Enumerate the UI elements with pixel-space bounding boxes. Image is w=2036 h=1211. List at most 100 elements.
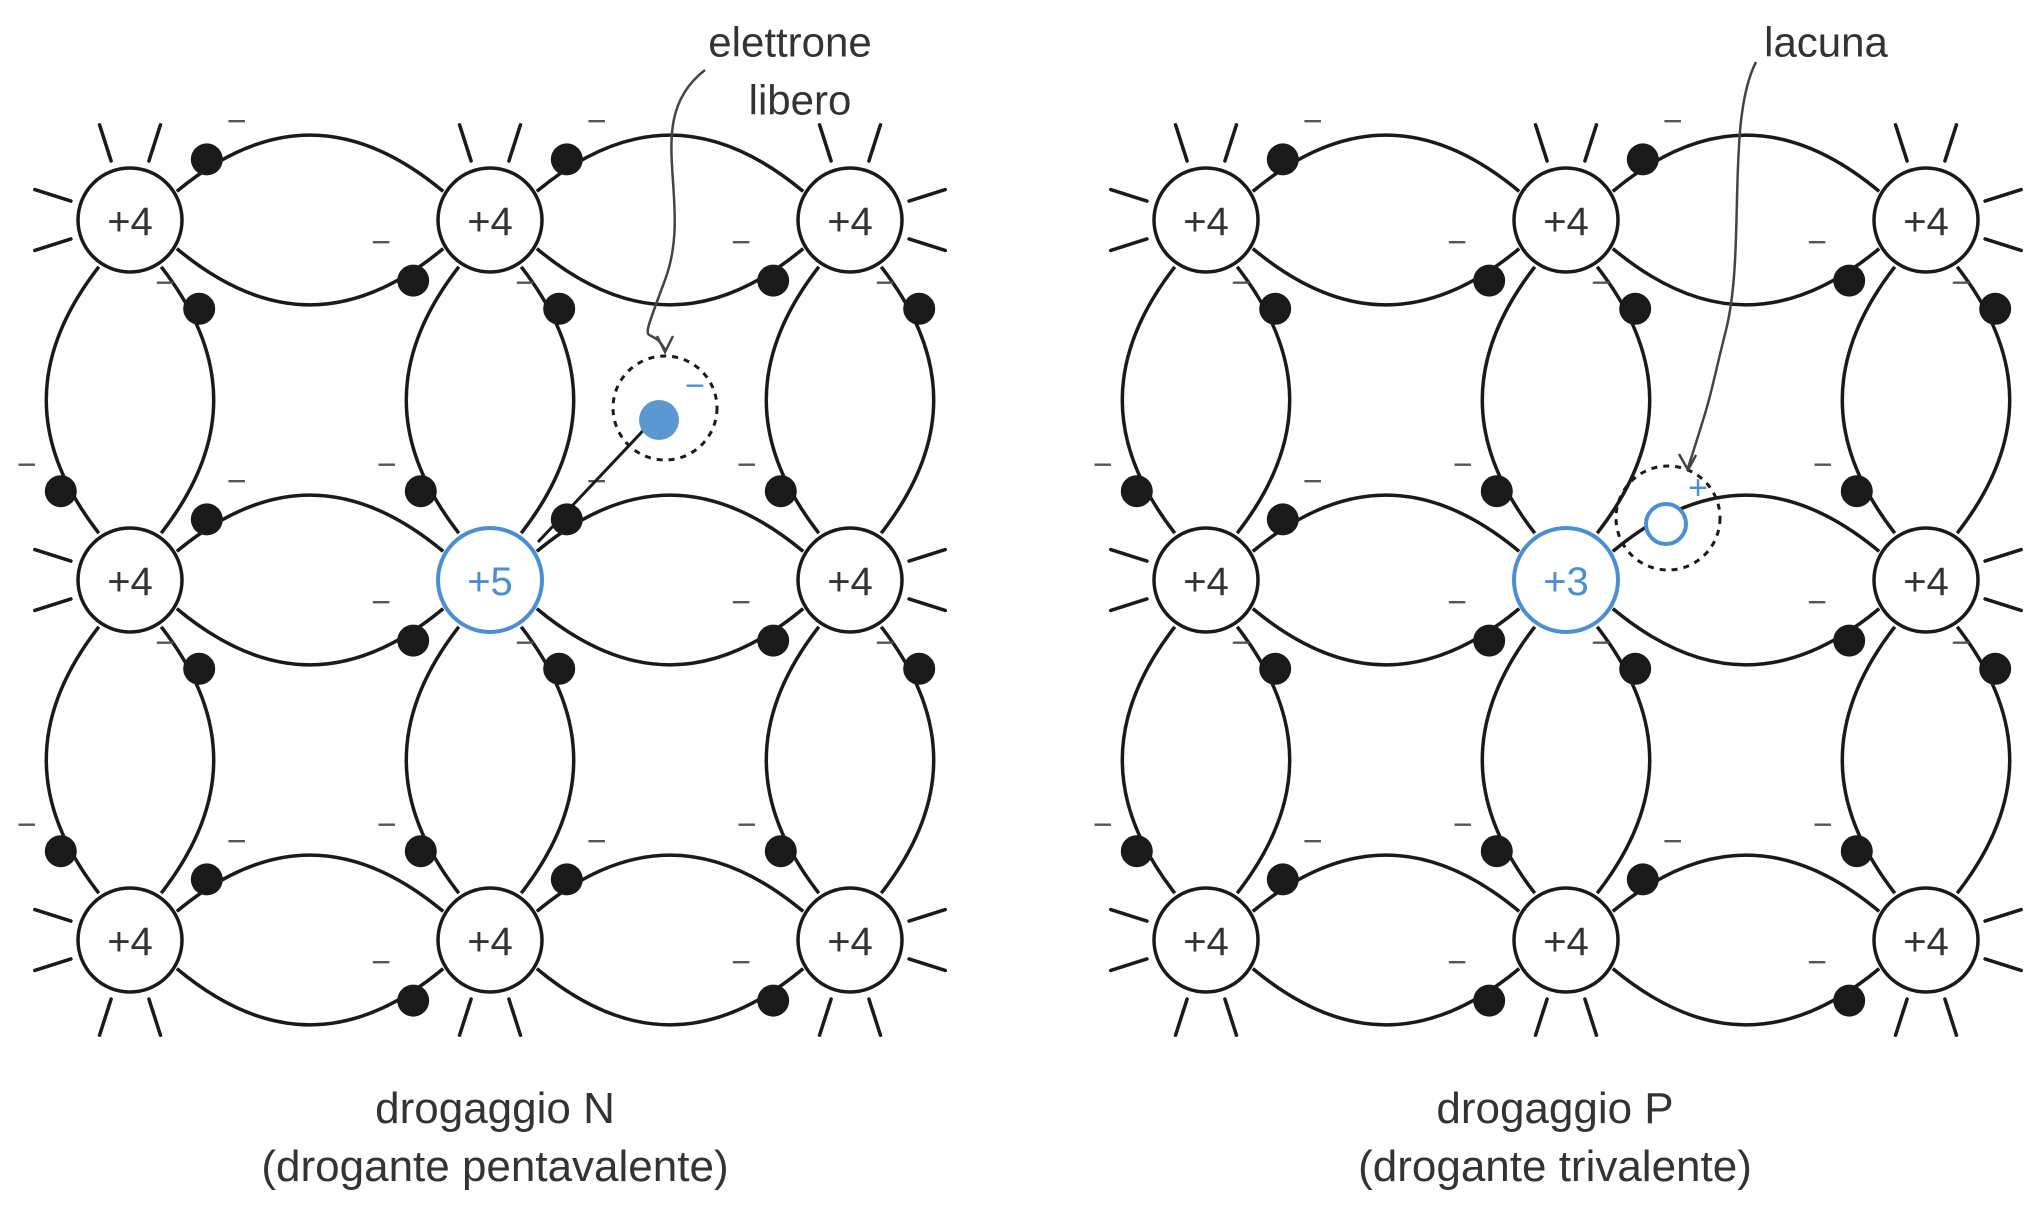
electron-sign: − — [1813, 806, 1833, 844]
bond-stub — [1983, 907, 2023, 923]
bonding-electron — [190, 863, 223, 896]
silicon-atom — [796, 166, 904, 274]
bond-arc — [1235, 625, 1292, 895]
bond-stub — [1893, 123, 1909, 163]
atom-charge-label: +4 — [107, 560, 153, 604]
electron-sign: − — [1663, 822, 1683, 860]
bond-arc — [404, 265, 461, 535]
bond-arc — [1595, 625, 1652, 895]
atom-charge-label: +4 — [827, 200, 873, 244]
electron-sign: − — [1591, 264, 1611, 302]
p-doping-subtitle: (drogante trivalente) — [1358, 1142, 1752, 1191]
electron-sign: − — [587, 822, 607, 860]
edge-bond-stubs — [1109, 123, 2023, 1037]
bond-arc — [44, 625, 101, 895]
bonding-electron — [1473, 624, 1506, 657]
bond-stub — [147, 997, 163, 1037]
electron-marks: −−−−−−−−−−−−−−−−−−−−−−− — [1093, 102, 2012, 1017]
bonding-electron — [1120, 475, 1153, 508]
free-electron-label-1: elettrone — [708, 19, 871, 66]
electron-sign: − — [227, 102, 247, 140]
bond-stub — [907, 237, 947, 253]
bond-stub — [1583, 997, 1599, 1037]
bond-stub — [907, 547, 947, 563]
electron-sign: − — [1951, 624, 1971, 662]
free-electron — [639, 400, 679, 440]
electron-sign: − — [1453, 806, 1473, 844]
n-doping-caption: drogaggio N (drogante pentavalente) — [115, 1080, 875, 1196]
hole-label: lacuna — [1764, 19, 1888, 66]
atom-charge-label: +4 — [1543, 920, 1589, 964]
bond-arc — [159, 265, 216, 535]
bond-arc — [1480, 625, 1537, 895]
silicon-atom — [76, 526, 184, 634]
bond-arc — [1235, 265, 1292, 535]
bonding-electron — [1266, 143, 1299, 176]
bond-stub — [33, 187, 73, 203]
silicon-atom — [1872, 886, 1980, 994]
bond-stub — [1223, 997, 1239, 1037]
bond-stub — [817, 123, 833, 163]
bond-stub — [907, 957, 947, 973]
bonding-electron — [1840, 475, 1873, 508]
electron-sign: − — [1813, 446, 1833, 484]
free-electron-sign: − — [685, 367, 705, 405]
atom-charge-label: +4 — [1903, 560, 1949, 604]
electron-sign: − — [515, 264, 535, 302]
n-doping-title: drogaggio N — [375, 1084, 615, 1133]
bonding-electron — [1266, 503, 1299, 536]
atoms: +4+4+4+4+5+4+4+4+4 — [76, 166, 904, 994]
bond-stub — [1983, 547, 2023, 563]
atom-charge-label: +4 — [1903, 920, 1949, 964]
silicon-atom — [1152, 886, 1260, 994]
bonding-electron — [1979, 292, 2012, 325]
electron-sign: − — [731, 584, 751, 622]
silicon-atom — [1512, 166, 1620, 274]
silicon-atom — [1152, 526, 1260, 634]
bond-stub — [1943, 997, 1959, 1037]
bond-stub — [907, 187, 947, 203]
electron-sign: − — [1453, 446, 1473, 484]
electron-sign: − — [515, 624, 535, 662]
electron-sign: − — [1447, 224, 1467, 262]
bonding-electron — [183, 292, 216, 325]
bond-arc — [764, 265, 821, 535]
bond-stub — [457, 123, 473, 163]
bonding-electron — [757, 624, 790, 657]
bond-stub — [507, 123, 523, 163]
bond-stub — [1893, 997, 1909, 1037]
electron-sign: − — [731, 944, 751, 982]
annotation-leader — [1686, 61, 1758, 469]
electron-sign: − — [1447, 584, 1467, 622]
bond-arc — [1955, 625, 2012, 895]
p-doping-caption: drogaggio P (drogante trivalente) — [1175, 1080, 1935, 1196]
electron-marks: −−−−−−−−−−−−−−−−−−−−−−−− — [17, 102, 936, 1017]
bonding-electron — [190, 143, 223, 176]
electron-sign: − — [1807, 584, 1827, 622]
atom-charge-label: +4 — [107, 920, 153, 964]
bond-stub — [867, 997, 883, 1037]
dopant-atom — [436, 526, 544, 634]
bond-stub — [1983, 237, 2023, 253]
bonding-electron — [1626, 143, 1659, 176]
bonding-electron — [1619, 652, 1652, 685]
electron-sign: − — [17, 806, 37, 844]
bond-stub — [1173, 997, 1189, 1037]
electron-sign: − — [1231, 624, 1251, 662]
bond-stub — [867, 123, 883, 163]
bond-stub — [33, 907, 73, 923]
bonding-electron — [183, 652, 216, 685]
n-doping-lattice: −−−−−−−−−−−−−−−−−−−−−−−−+4+4+4+4+5+4+4+4… — [17, 19, 947, 1037]
silicon-atom — [76, 886, 184, 994]
bonding-electron — [1833, 264, 1866, 297]
bond-stub — [457, 997, 473, 1037]
electron-sign: − — [371, 944, 391, 982]
bonding-electron — [757, 264, 790, 297]
bond-arc — [1120, 625, 1177, 895]
bonding-electron — [543, 652, 576, 685]
electron-sign: − — [17, 446, 37, 484]
bond-stub — [1109, 957, 1149, 973]
p-doping-lattice: −−−−−−−−−−−−−−−−−−−−−−−+4+4+4+4+3+4+4+4+… — [1093, 19, 2023, 1037]
electron-sign: − — [1591, 624, 1611, 662]
